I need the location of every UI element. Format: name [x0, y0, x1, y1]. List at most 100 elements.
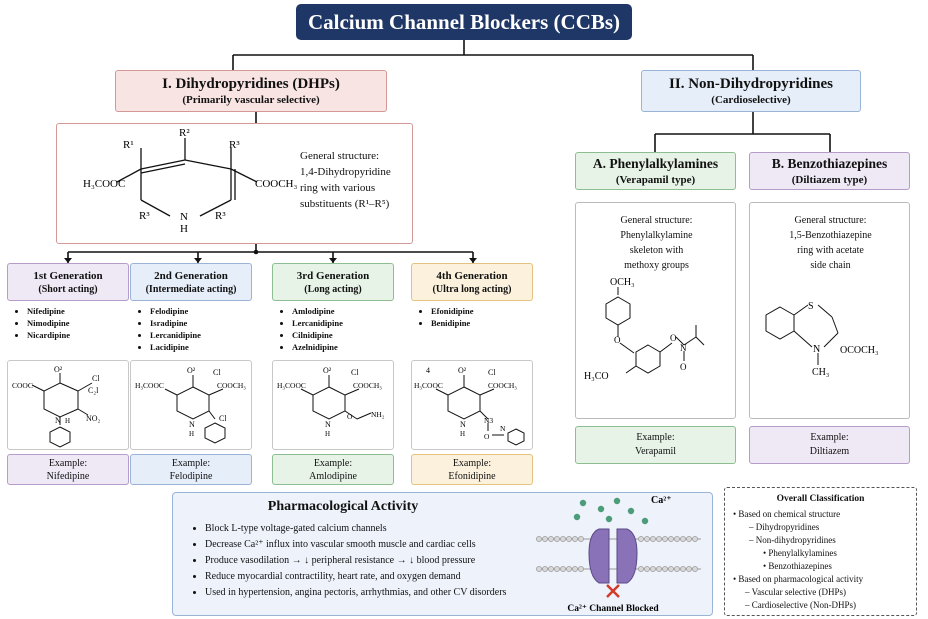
mol-label: O²: [323, 366, 332, 375]
overall-line: • Benzothiazepines: [763, 561, 832, 571]
example-label: Example:: [48, 457, 88, 469]
gen1-molecule: O² Cl C₂l COOC NO₂ N H: [7, 360, 129, 450]
mol-label: OCH₃: [610, 277, 635, 288]
drug-item: Benidipine: [431, 317, 533, 329]
gen2-example: Example: Felodipine: [130, 454, 252, 485]
desc-line: skeleton with: [629, 245, 684, 256]
mol-label: OCOCH₃: [840, 345, 879, 356]
verapamil-example: Example: Verapamil: [575, 426, 736, 464]
mol-label: N: [189, 420, 195, 429]
gen2-title: 2nd Generation: [154, 269, 228, 282]
gen2-molecule: O² Cl H₃COOC COOCH₃ Cl N H: [130, 360, 252, 450]
overall-line: – Non-dihydropyridines: [749, 535, 836, 545]
mol-label: H: [189, 430, 194, 438]
lipid-head: [686, 566, 692, 572]
mol-label: N3: [484, 416, 493, 425]
dhp-r3b-label: R³: [139, 210, 150, 222]
benzothiazepines-header: B. Benzothiazepines (Diltiazem type): [749, 152, 910, 190]
lipid-head: [566, 566, 572, 572]
mol-label: H₃COOC: [414, 381, 443, 390]
channel-right-subunit: [616, 528, 638, 584]
overall-line: – Dihydropyridines: [749, 522, 820, 532]
mol-label: N: [813, 344, 820, 355]
drug-item: Lacidipine: [150, 341, 252, 353]
lipid-head: [638, 536, 644, 542]
gen3-title: 3rd Generation: [296, 269, 370, 282]
felodipine-structure: O² Cl H₃COOC COOCH₃ Cl N H: [135, 366, 246, 444]
lipid-head: [548, 536, 554, 542]
example-label: Example:: [452, 457, 492, 469]
verapamil-structure: OCH₃ O O N O H₃CO: [584, 277, 705, 382]
dhp-class-box: I. Dihydropyridines (DHPs) (Primarily va…: [115, 70, 387, 112]
dhp-ring-structure: R¹ R² R³ H₃COOC COOCH₃ R³ R³ N H: [83, 127, 298, 235]
gen4-drug-list: Efonidipine Benidipine: [411, 301, 533, 357]
non-dhp-heading: II. Non-Dihydropyridines: [669, 76, 833, 92]
overall-line: • Phenylalkylamines: [763, 548, 837, 558]
dhp-heading: I. Dihydropyridines (DHPs): [162, 76, 340, 92]
example-drug: Amlodipine: [309, 470, 357, 482]
mol-label: O²: [54, 365, 63, 374]
mol-label: N: [325, 420, 331, 429]
mol-label: Cl: [92, 374, 100, 383]
non-dhp-class-box: II. Non-Dihydropyridines (Cardioselectiv…: [641, 70, 861, 112]
mol-label: H₃CO: [584, 371, 609, 382]
pha-subheading: (Verapamil type): [615, 174, 696, 186]
mol-label: O²: [187, 366, 196, 375]
mol-label: COOCH₃: [353, 381, 382, 390]
mol-label: H: [325, 430, 330, 438]
dhp-gs-line: 1,4-Dihydropyridine: [300, 166, 391, 178]
drug-item: Isradipine: [150, 317, 252, 329]
overall-line: • Based on chemical structure: [733, 509, 841, 519]
pha-heading: A. Phenylalkylamines: [592, 156, 719, 171]
phenylalkylamines-header: A. Phenylalkylamines (Verapamil type): [575, 152, 736, 190]
dhp-gs-line: General structure:: [300, 150, 380, 162]
lipid-head: [572, 536, 578, 542]
diltiazem-example: Example: Diltiazem: [749, 426, 910, 464]
desc-line: Phenylalkylamine: [620, 230, 693, 241]
dhp-structure-box: R¹ R² R³ H₃COOC COOCH₃ R³ R³ N H General…: [56, 123, 413, 244]
lipid-head: [554, 536, 560, 542]
example-drug: Verapamil: [634, 446, 677, 457]
lipid-head: [656, 566, 662, 572]
nifedipine-structure: O² Cl C₂l COOC NO₂ N H: [12, 365, 101, 448]
lipid-head: [656, 536, 662, 542]
lipid-head: [578, 536, 584, 542]
dhp-right-ester: COOCH₃: [255, 178, 298, 190]
dhp-gs-line: substituents (R¹–R⁵): [300, 198, 390, 210]
blocked-x-icon: [606, 584, 620, 598]
lipid-head: [542, 536, 548, 542]
dhp-left-ester: H₃COOC: [83, 178, 125, 190]
mol-label: O²: [458, 366, 467, 375]
dhp-gs-line: ring with various: [300, 182, 376, 194]
desc-line: 1,5-Benzothiazepine: [789, 230, 872, 241]
amlodipine-structure: O² Cl H₃COOC COOCH₃ NH₂ O N H: [277, 366, 385, 438]
lipid-head: [650, 536, 656, 542]
blocked-label: Ca²⁺ Channel Blocked: [567, 604, 659, 614]
gen3-molecule: O² Cl H₃COOC COOCH₃ NH₂ O N H: [272, 360, 394, 450]
channel-left-subunit: [588, 528, 610, 584]
gen1-title: 1st Generation: [33, 269, 103, 282]
overall-line: – Cardioselective (Non-DHPs): [745, 600, 856, 610]
ion-label: Ca²⁺: [651, 495, 672, 506]
overall-line: – Vascular selective (DHPs): [745, 587, 847, 597]
gen2-subtitle: (Intermediate acting): [145, 283, 237, 295]
lipid-head: [536, 536, 542, 542]
pharmacology-item: Used in hypertension, angina pectoris, a…: [205, 585, 506, 601]
mol-label: O: [484, 432, 490, 441]
page-title: Calcium Channel Blockers (CCBs): [296, 4, 632, 40]
mol-label: S: [808, 301, 814, 312]
lipid-head: [644, 566, 650, 572]
mol-label: Cl: [219, 414, 227, 423]
lipid-head: [572, 566, 578, 572]
gen1-subtitle: (Short acting): [38, 283, 98, 295]
pharmacology-list: Block L-type voltage-gated calcium chann…: [191, 521, 506, 601]
desc-line: General structure:: [620, 215, 693, 226]
gen4-molecule: 4 O² Cl H₃COOC COOCH₃ N3 N H O N: [411, 360, 533, 450]
benzothiazepines-card: General structure: 1,5-Benzothiazepine r…: [749, 202, 910, 419]
phenylalkylamines-card: General structure: Phenylalkylamine skel…: [575, 202, 736, 419]
gen1-header: 1st Generation (Short acting): [7, 263, 129, 301]
mol-label: H₃COOC: [135, 381, 164, 390]
pharmacology-heading: Pharmacological Activity: [267, 499, 419, 514]
mol-label: H: [460, 430, 465, 438]
